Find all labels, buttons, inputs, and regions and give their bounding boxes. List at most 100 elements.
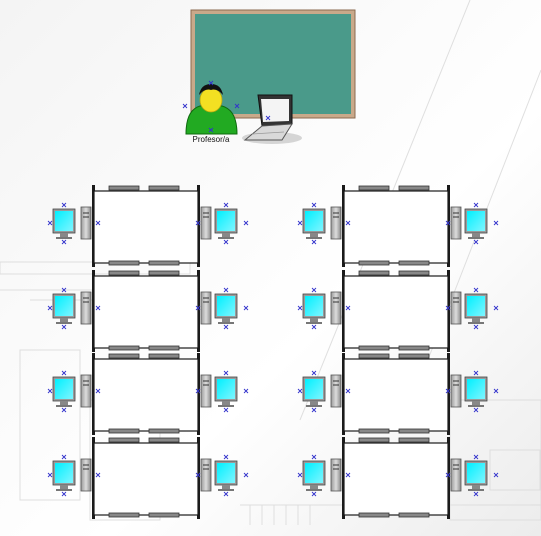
- bench: [108, 260, 140, 266]
- bench: [398, 437, 430, 443]
- bench: [148, 345, 180, 351]
- connection-marker: [473, 454, 479, 460]
- table-frame: [93, 275, 199, 349]
- connection-marker: [311, 287, 317, 293]
- connection-marker: [61, 287, 67, 293]
- bench: [398, 270, 430, 276]
- bench: [358, 353, 390, 359]
- connection-marker: [297, 305, 303, 311]
- connection-marker: [345, 305, 351, 311]
- connection-marker: [445, 388, 451, 394]
- desktop-computer-icon: [195, 454, 249, 497]
- connection-marker: [311, 239, 317, 245]
- student-table-group: [297, 353, 499, 435]
- desktop-computer-icon: [445, 454, 499, 497]
- student-table-group: [297, 437, 499, 519]
- connection-marker: [61, 407, 67, 413]
- connection-marker: [345, 220, 351, 226]
- desktop-computer-icon: [297, 202, 351, 245]
- bench: [108, 345, 140, 351]
- connection-marker: [195, 305, 201, 311]
- teacher-person-icon: [185, 84, 238, 135]
- desktop-computer-icon: [47, 454, 101, 497]
- bench: [358, 428, 390, 434]
- bench: [398, 345, 430, 351]
- bench: [148, 270, 180, 276]
- connection-marker: [345, 472, 351, 478]
- connection-marker: [473, 287, 479, 293]
- connection-marker: [311, 454, 317, 460]
- student-table-group: [297, 270, 499, 352]
- bench: [398, 260, 430, 266]
- desktop-computer-icon: [47, 370, 101, 413]
- bench: [398, 428, 430, 434]
- connection-marker: [473, 370, 479, 376]
- connection-marker: [223, 370, 229, 376]
- desktop-computer-icon: [195, 202, 249, 245]
- desktop-computer-icon: [297, 454, 351, 497]
- connection-marker: [243, 305, 249, 311]
- connection-marker: [243, 472, 249, 478]
- bench: [108, 270, 140, 276]
- connection-marker: [493, 388, 499, 394]
- connection-marker: [61, 239, 67, 245]
- bench: [358, 270, 390, 276]
- connection-marker: [223, 454, 229, 460]
- connection-marker: [223, 287, 229, 293]
- connection-marker: [195, 220, 201, 226]
- table-frame: [93, 358, 199, 432]
- teacher-connection-markers: [182, 80, 271, 133]
- connection-marker: [311, 407, 317, 413]
- bench: [108, 428, 140, 434]
- connection-marker: [297, 472, 303, 478]
- connection-marker: [95, 472, 101, 478]
- connection-marker: [47, 305, 53, 311]
- bench: [398, 185, 430, 191]
- desktop-computer-icon: [195, 370, 249, 413]
- connection-marker: [61, 202, 67, 208]
- bench: [108, 185, 140, 191]
- connection-marker: [243, 388, 249, 394]
- desktop-computer-icon: [195, 287, 249, 330]
- connection-marker: [493, 472, 499, 478]
- bench: [358, 512, 390, 518]
- bench: [108, 512, 140, 518]
- desktop-computer-icon: [445, 202, 499, 245]
- desktop-computer-icon: [47, 287, 101, 330]
- connection-marker: [47, 220, 53, 226]
- connection-marker: [61, 454, 67, 460]
- connection-marker: [223, 202, 229, 208]
- student-table-group: [47, 353, 249, 435]
- connection-marker: [473, 239, 479, 245]
- student-table-group: [297, 185, 499, 267]
- table-frame: [343, 275, 449, 349]
- connection-marker: [311, 370, 317, 376]
- connection-marker: [95, 305, 101, 311]
- bench: [148, 260, 180, 266]
- bench: [148, 437, 180, 443]
- connection-marker: [297, 220, 303, 226]
- connection-marker: [47, 388, 53, 394]
- connection-marker: [223, 407, 229, 413]
- connection-marker: [473, 202, 479, 208]
- connection-marker: [47, 472, 53, 478]
- table-frame: [93, 190, 199, 264]
- connection-marker: [223, 239, 229, 245]
- desktop-computer-icon: [297, 370, 351, 413]
- bench: [148, 353, 180, 359]
- connection-marker: [95, 388, 101, 394]
- connection-marker: [243, 220, 249, 226]
- table-frame: [343, 190, 449, 264]
- bench: [108, 437, 140, 443]
- table-frame: [343, 442, 449, 516]
- bench: [108, 353, 140, 359]
- desktop-computer-icon: [445, 370, 499, 413]
- connection-marker: [445, 305, 451, 311]
- bench: [358, 437, 390, 443]
- connection-marker: [445, 220, 451, 226]
- table-frame: [93, 442, 199, 516]
- bench: [398, 512, 430, 518]
- desktop-computer-icon: [445, 287, 499, 330]
- student-tables: [47, 185, 499, 519]
